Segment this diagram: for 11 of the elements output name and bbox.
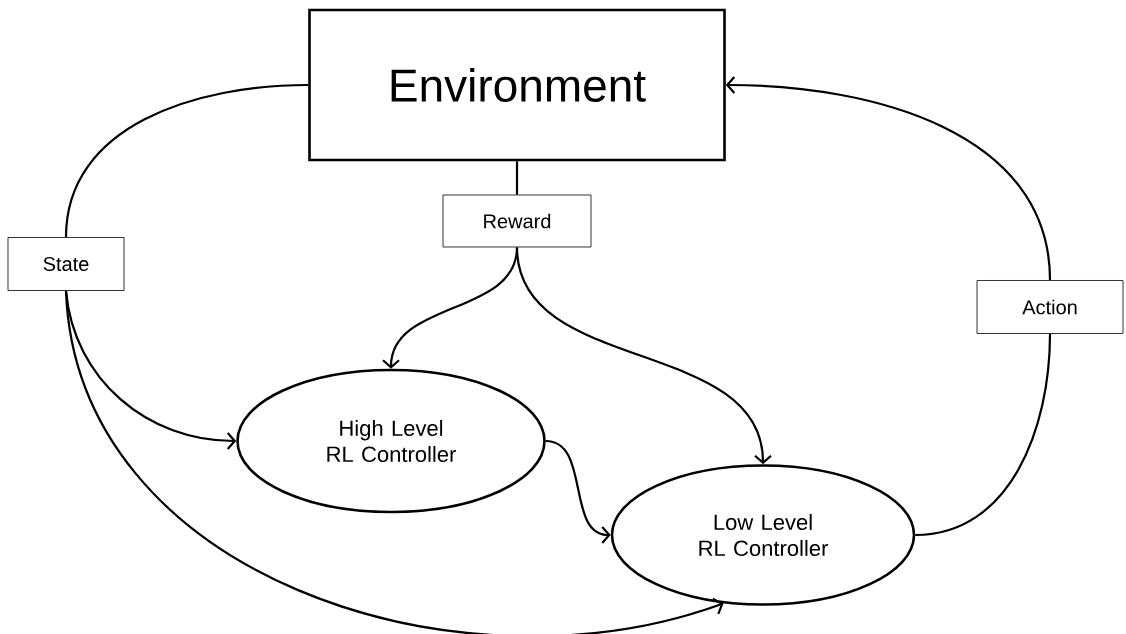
signal-box: Action [976, 280, 1124, 334]
arrow [725, 76, 1052, 281]
arrow [64, 290, 724, 634]
signal-box: State [7, 237, 125, 291]
connector-line [915, 333, 1052, 537]
connector-line [64, 83, 309, 238]
arrow [545, 439, 611, 544]
connector-line [515, 161, 519, 195]
arrow [515, 247, 772, 465]
signal-box: Reward [442, 194, 592, 248]
environment-box: Environment [308, 8, 726, 162]
